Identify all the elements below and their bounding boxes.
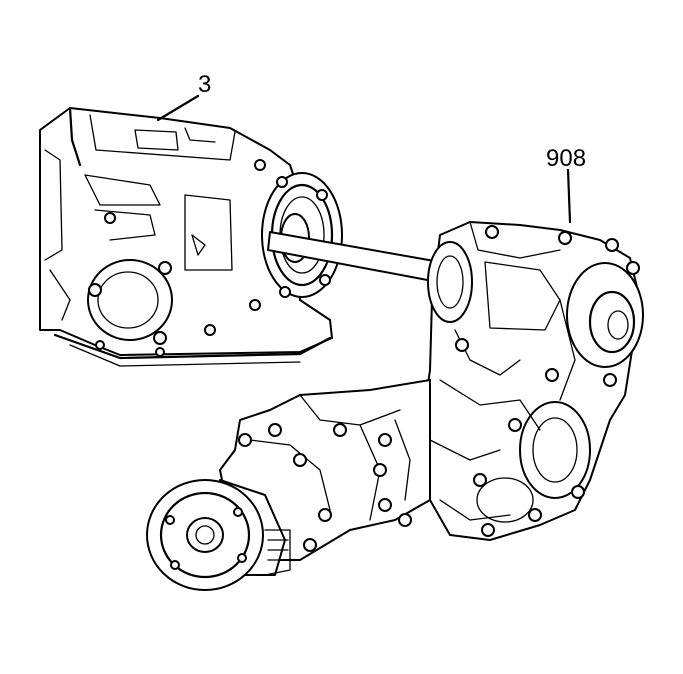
callout-transmission: 3 [156, 71, 211, 122]
transfer-case-assembly [419, 221, 644, 541]
rear-cover [566, 262, 644, 368]
transmission-assembly [39, 106, 343, 367]
output-flange [261, 172, 343, 298]
output-yoke-flange [146, 479, 291, 591]
callout-transfer-case: 908 [546, 145, 586, 224]
callout-label-908: 908 [546, 145, 586, 172]
callout-label-3: 3 [198, 71, 211, 98]
servo-cover [87, 259, 173, 345]
